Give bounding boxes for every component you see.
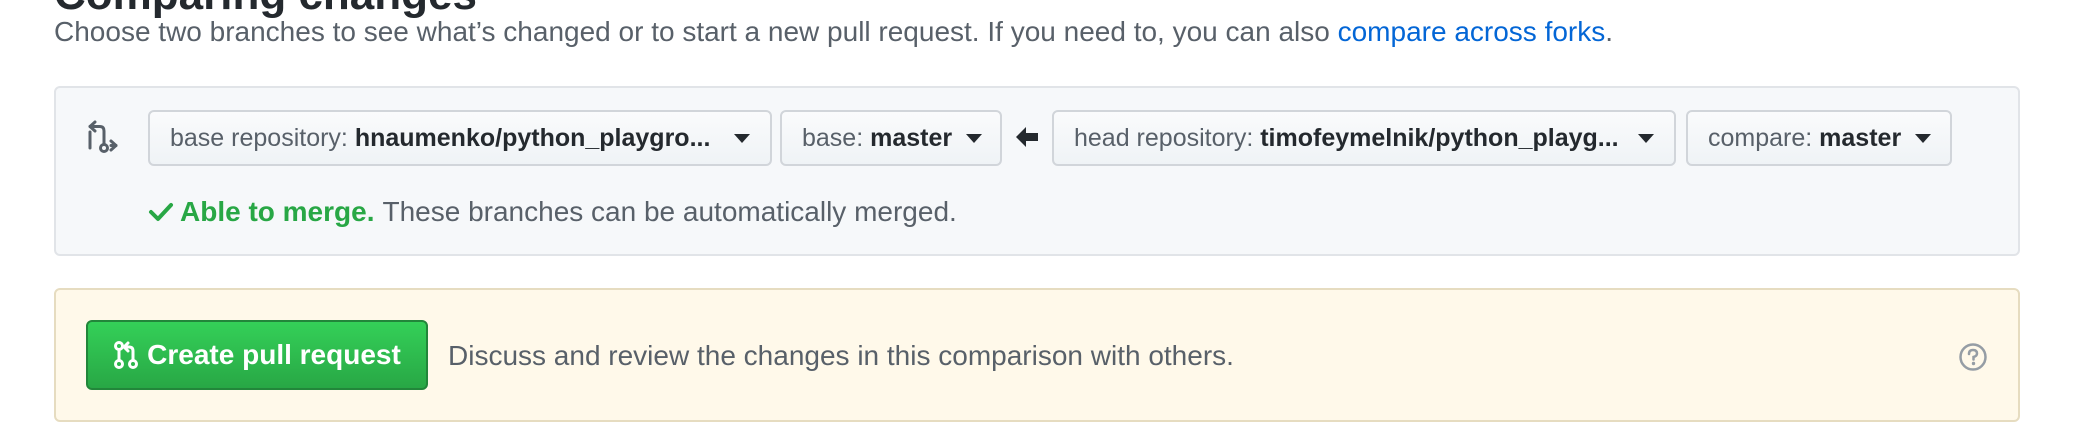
- question-icon[interactable]: [1958, 342, 1988, 372]
- create-pull-request-label: Create pull request: [147, 339, 401, 370]
- arrow-left-icon: [1016, 127, 1038, 147]
- intro-text: Choose two branches to see what’s change…: [54, 16, 1613, 48]
- git-compare-icon: [88, 120, 118, 153]
- base-repository-select[interactable]: base repository: hnaumenko/python_playgr…: [148, 110, 772, 166]
- pull-request-description: Discuss and review the changes in this c…: [448, 340, 1234, 371]
- create-pull-request-box: Create pull request Discuss and review t…: [54, 288, 2020, 422]
- base-branch-value: master: [870, 123, 953, 152]
- base-repository-value: hnaumenko/python_playgro...: [354, 123, 711, 152]
- head-repository-value: timofeymelnik/python_playg...: [1260, 123, 1619, 152]
- intro-message: Choose two branches to see what’s change…: [54, 16, 1338, 47]
- check-icon: [149, 203, 173, 221]
- compare-branch-value: master: [1819, 123, 1902, 152]
- head-repository-select[interactable]: head repository: timofeymelnik/python_pl…: [1052, 110, 1676, 166]
- compare-branch-select[interactable]: compare: master: [1686, 110, 1952, 166]
- chevron-down-icon: [734, 133, 750, 143]
- intro-end: .: [1605, 16, 1614, 47]
- base-branch-prefix: base:: [802, 123, 864, 152]
- git-pull-request-icon: [114, 341, 139, 369]
- base-repository-prefix: base repository:: [170, 123, 348, 152]
- base-branch-select[interactable]: base: master: [780, 110, 1002, 166]
- merge-status-message: These branches can be automatically merg…: [382, 196, 957, 227]
- compare-range-box: base repository: hnaumenko/python_playgr…: [54, 86, 2020, 256]
- head-repository-prefix: head repository:: [1074, 123, 1254, 152]
- compare-across-forks-link[interactable]: compare across forks: [1337, 16, 1606, 47]
- create-pull-request-button[interactable]: Create pull request: [86, 320, 428, 390]
- chevron-down-icon: [966, 133, 983, 143]
- merge-status-label: Able to merge.: [180, 196, 375, 227]
- merge-status: Able to merge. These branches can be aut…: [148, 196, 957, 228]
- chevron-down-icon: [1638, 133, 1654, 143]
- chevron-down-icon: [1915, 133, 1932, 143]
- compare-branch-prefix: compare:: [1708, 123, 1813, 152]
- page-heading: Comparing changes: [54, 0, 477, 20]
